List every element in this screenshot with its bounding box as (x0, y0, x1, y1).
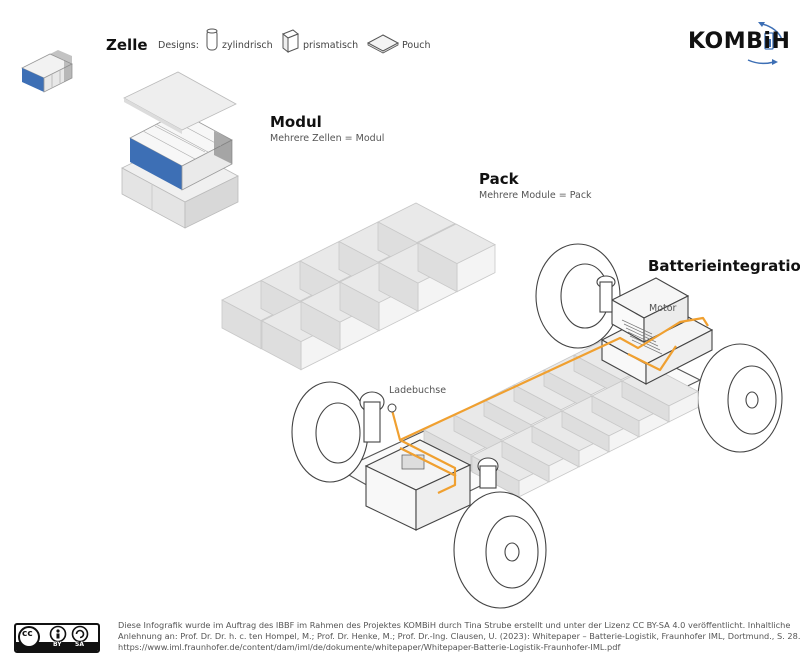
pack-subtitle: Mehrere Module = Pack (479, 190, 592, 201)
footer-line-2: Anlehnung an: Prof. Dr. Dr. h. c. ten Ho… (118, 631, 800, 641)
modul-title: Modul (270, 113, 322, 131)
logo-arrows-icon (747, 22, 783, 65)
pack-module (300, 300, 341, 351)
module-graphic (121, 71, 239, 229)
by-text: BY (53, 641, 62, 648)
kombih-logo: KOMBiH (686, 20, 790, 66)
pack-title: Pack (479, 170, 519, 188)
motor-label: Motor (649, 303, 677, 314)
illustration (21, 28, 783, 609)
cc-icon (18, 626, 40, 648)
pack-module (261, 320, 302, 371)
design-prismatic-label: prismatisch (303, 40, 359, 51)
footer-line-1: Diese Infografik wurde im Auftrag des IB… (118, 620, 791, 630)
charger-label: Ladebuchse (389, 385, 447, 396)
vehicle-battery-module (621, 380, 670, 423)
pack-module (339, 281, 380, 332)
pouch-icon (366, 34, 400, 54)
vehicle-battery-module (561, 410, 610, 453)
pack-graphic (221, 202, 496, 371)
cylindrical-icon (206, 28, 218, 51)
prismatic-icon (282, 29, 299, 54)
cc-text: cc (22, 629, 33, 639)
zelle-title: Zelle (106, 36, 148, 54)
hv-wiring (390, 316, 709, 494)
design-pouch-label: Pouch (402, 40, 431, 51)
footer-credits: Diese Infografik wurde im Auftrag des IB… (118, 620, 800, 653)
pack-module (378, 261, 419, 312)
designs-label: Designs: (158, 40, 199, 51)
logo-text: KOMBiH (688, 29, 791, 54)
sa-icon (71, 625, 89, 643)
design-cylindrical-label: zylindrisch (222, 40, 273, 51)
cell-graphic (21, 50, 73, 93)
cc-license-badge[interactable]: cc BY SA (14, 623, 100, 653)
vehicle-battery-module (531, 425, 580, 468)
pack-module (221, 299, 262, 350)
integration-title: Batterieintegration (648, 257, 800, 275)
sa-text: SA (75, 641, 84, 648)
vehicle-battery-module (591, 395, 640, 438)
modul-subtitle: Mehrere Zellen = Modul (270, 133, 385, 144)
pack-module (417, 242, 458, 293)
footer-line-3[interactable]: https://www.iml.fraunhofer.de/content/da… (118, 642, 621, 652)
vehicle-battery-module (501, 440, 550, 483)
